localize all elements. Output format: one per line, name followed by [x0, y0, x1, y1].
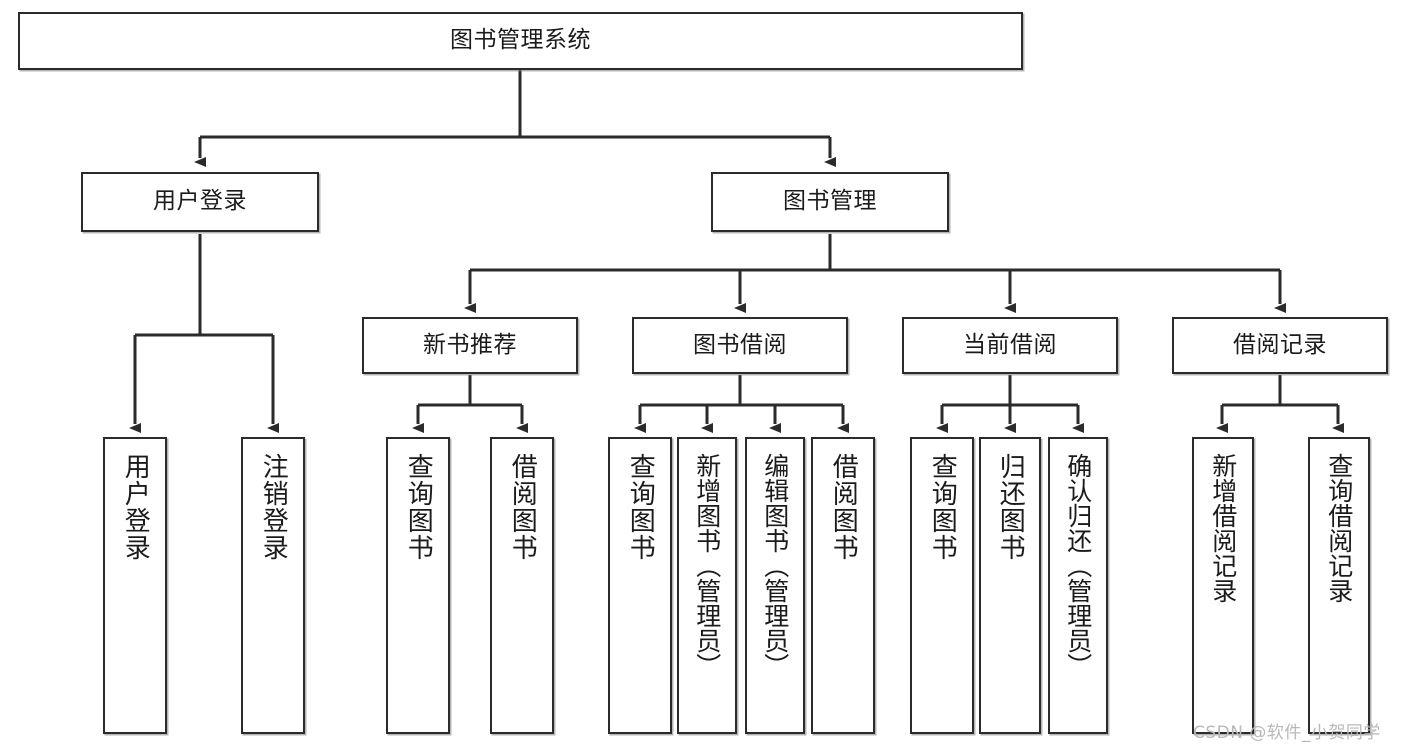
node-label: 编辑图书（管理员）	[760, 453, 790, 678]
leaf-logout[interactable]: 注销登录	[241, 437, 305, 734]
node-label: 查询图书	[403, 453, 434, 561]
leaf-user-login[interactable]: 用户登录	[103, 437, 167, 734]
node-label: 图书借阅	[693, 331, 787, 358]
node-label: 新书推荐	[423, 331, 517, 358]
csdn-watermark: CSDN @软件_小贺同学	[1193, 723, 1381, 743]
node-label: 新增图书（管理员）	[692, 453, 722, 678]
node-label: 注销登录	[258, 453, 289, 561]
node-current-borrow[interactable]: 当前借阅	[902, 317, 1118, 374]
node-book-borrow[interactable]: 图书借阅	[632, 317, 848, 374]
leaf-add-borrow-record[interactable]: 新增借阅记录	[1192, 437, 1254, 734]
node-new-book-recommend[interactable]: 新书推荐	[362, 317, 578, 374]
node-borrow-record[interactable]: 借阅记录	[1172, 317, 1388, 374]
node-label: 借阅图书	[828, 453, 859, 561]
node-label: 用户登录	[153, 188, 247, 215]
node-label: 借阅记录	[1233, 331, 1327, 358]
node-label: 查询借阅记录	[1324, 453, 1354, 603]
node-root-book-management-system[interactable]: 图书管理系统	[18, 12, 1023, 70]
leaf-add-book-admin[interactable]: 新增图书（管理员）	[677, 437, 737, 734]
leaf-query-book-current[interactable]: 查询图书	[910, 437, 974, 734]
node-label: 当前借阅	[963, 331, 1057, 358]
leaf-edit-book-admin[interactable]: 编辑图书（管理员）	[745, 437, 805, 734]
node-label: 确认归还（管理员）	[1063, 453, 1093, 678]
node-label: 查询图书	[625, 453, 656, 561]
node-label: 借阅图书	[507, 453, 538, 561]
leaf-query-book-recommend[interactable]: 查询图书	[386, 437, 450, 734]
leaf-query-book-borrow[interactable]: 查询图书	[608, 437, 672, 734]
leaf-borrow-book[interactable]: 借阅图书	[811, 437, 875, 734]
node-label: 用户登录	[120, 453, 151, 561]
leaf-borrow-book-recommend[interactable]: 借阅图书	[490, 437, 554, 734]
node-label: 图书管理系统	[450, 27, 591, 54]
leaf-return-book[interactable]: 归还图书	[979, 437, 1041, 734]
node-label: 图书管理	[783, 188, 877, 215]
node-book-management[interactable]: 图书管理	[711, 172, 949, 232]
leaf-confirm-return-admin[interactable]: 确认归还（管理员）	[1048, 437, 1108, 734]
node-label: 归还图书	[995, 453, 1026, 561]
leaf-query-borrow-record[interactable]: 查询借阅记录	[1308, 437, 1370, 734]
node-label: 查询图书	[927, 453, 958, 561]
node-label: 新增借阅记录	[1208, 453, 1238, 603]
node-user-login[interactable]: 用户登录	[81, 172, 319, 232]
